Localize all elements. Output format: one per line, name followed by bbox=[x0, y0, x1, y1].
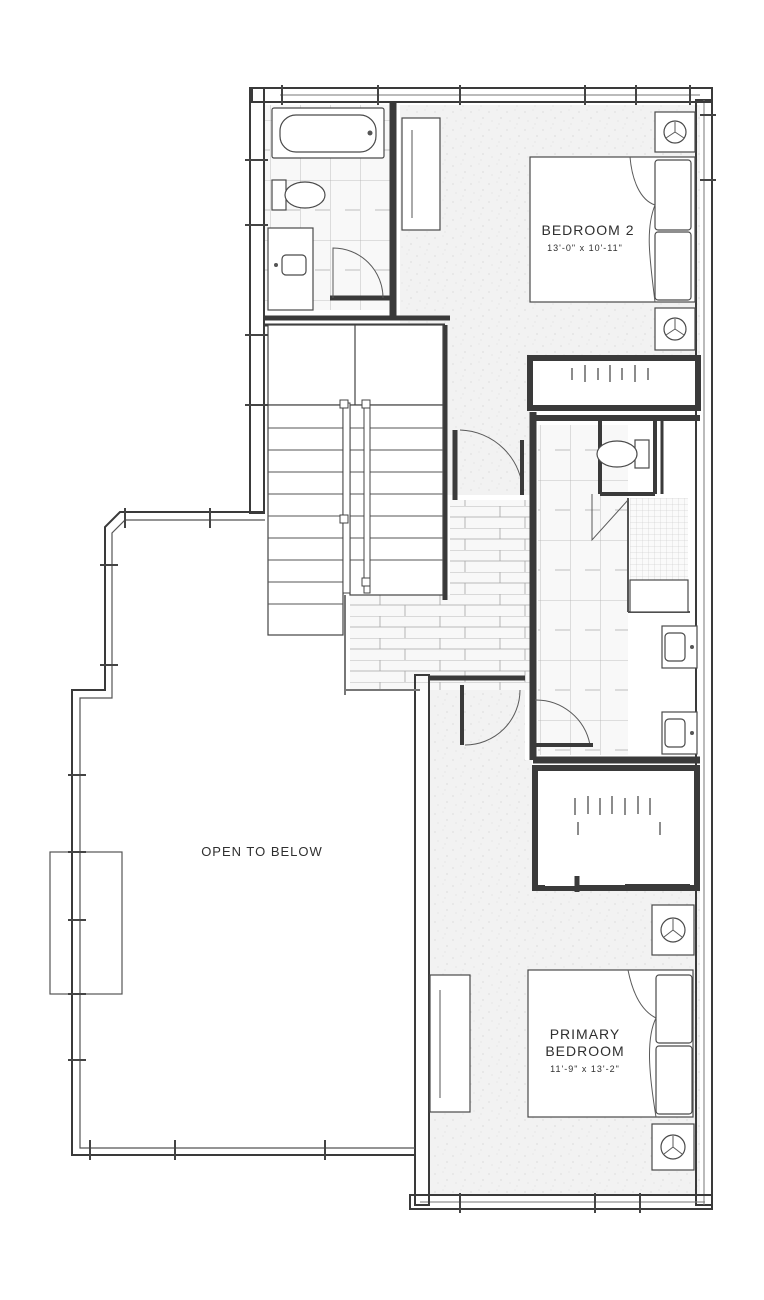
open-to-below-label: OPEN TO BELOW bbox=[201, 844, 323, 859]
landing-doors bbox=[459, 429, 524, 746]
primary-bedroom-dims: 11'-9" x 13'-2" bbox=[550, 1064, 620, 1074]
primary-bath-fixtures bbox=[534, 439, 698, 755]
bath2-fixtures bbox=[267, 107, 441, 311]
bedroom2-dims: 13'-0" x 10'-11" bbox=[547, 243, 623, 253]
staircase bbox=[267, 324, 444, 636]
primary-bedroom-furniture bbox=[429, 796, 695, 1171]
bedroom2-name: BEDROOM 2 bbox=[541, 222, 634, 238]
floor-fills bbox=[90, 105, 700, 1195]
primary-bedroom-name-line1: PRIMARY bbox=[550, 1026, 621, 1042]
primary-bedroom-name-line2: BEDROOM bbox=[545, 1043, 624, 1059]
bedroom2-furniture bbox=[529, 111, 696, 382]
